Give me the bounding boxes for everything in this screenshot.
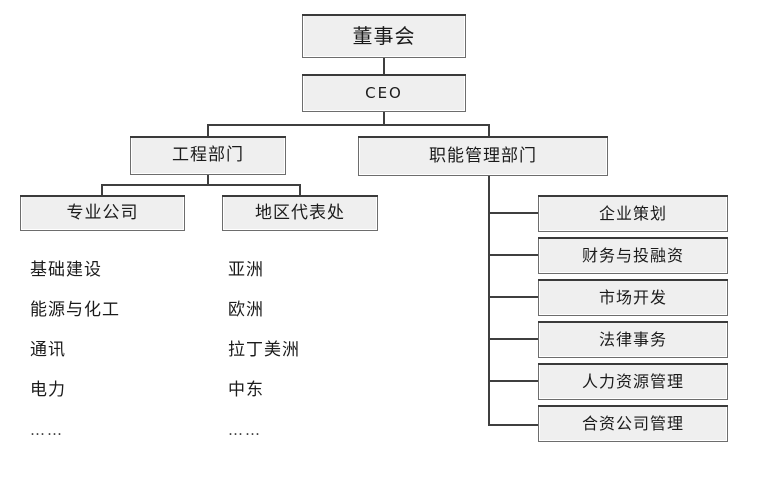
node-label: 法律事务 [598,329,667,349]
node-market-development[interactable]: 市场开发 [538,279,728,316]
node-top-cap [20,195,185,197]
connector-bus-to-engineering [207,124,209,137]
node-finance-and-investment[interactable]: 财务与投融资 [538,237,728,274]
node-top-cap [538,237,728,239]
node-label: 财务与投融资 [581,245,684,265]
node-corporate-planning[interactable]: 企业策划 [538,195,728,232]
connector-bus-to-professional [101,184,103,196]
professional-companies-list: 基础建设 能源与化工 通讯 电力 …… [30,250,120,450]
connector-ceo-bus [207,124,490,126]
list-item: 通讯 [30,339,66,360]
node-engineering-department[interactable]: 工程部门 [130,136,286,175]
connector-ceo-stem [383,112,385,125]
connector-engineering-stem [207,175,209,185]
node-top-cap [222,195,378,197]
node-top-cap [130,136,286,138]
node-professional-companies[interactable]: 专业公司 [20,195,185,231]
node-label: 市场开发 [598,287,667,307]
list-item: 亚洲 [228,259,264,280]
node-legal-affairs[interactable]: 法律事务 [538,321,728,358]
connector-functional-trunk [488,176,490,426]
list-item: 欧洲 [228,299,264,320]
node-label: 人力资源管理 [581,371,684,391]
node-top-cap [302,74,466,76]
connector-trunk-branch-3 [488,296,540,298]
node-top-cap [538,321,728,323]
list-item: 拉丁美洲 [228,339,300,360]
node-regional-offices[interactable]: 地区代表处 [222,195,378,231]
connector-trunk-branch-1 [488,212,540,214]
node-label: CEO [365,83,403,102]
node-label: 专业公司 [66,202,139,223]
node-joint-venture-management[interactable]: 合资公司管理 [538,405,728,442]
node-top-cap [302,14,466,16]
connector-engineering-bus [101,184,300,186]
node-human-resources-management[interactable]: 人力资源管理 [538,363,728,400]
node-board-of-directors[interactable]: 董事会 [302,14,466,58]
list-item-ellipsis: …… [30,420,64,439]
list-item: 中东 [228,379,264,400]
node-ceo[interactable]: CEO [302,74,466,112]
connector-bus-to-functional [488,124,490,137]
node-label: 工程部门 [172,145,244,165]
node-label: 董事会 [352,24,416,48]
list-item-ellipsis: …… [228,420,262,439]
connector-board-to-ceo [383,58,385,74]
node-top-cap [538,279,728,281]
list-item: 电力 [30,379,66,400]
connector-trunk-branch-2 [488,254,540,256]
node-top-cap [538,405,728,407]
node-label: 合资公司管理 [581,413,684,433]
node-label: 职能管理部门 [429,145,537,166]
connector-trunk-branch-5 [488,380,540,382]
list-item: 能源与化工 [30,299,120,320]
list-item: 基础建设 [30,259,102,280]
node-functional-management-department[interactable]: 职能管理部门 [358,136,608,176]
node-label: 企业策划 [598,203,667,223]
connector-trunk-branch-6 [488,424,540,426]
node-top-cap [538,363,728,365]
connector-trunk-branch-4 [488,338,540,340]
node-top-cap [538,195,728,197]
regional-offices-list: 亚洲 欧洲 拉丁美洲 中东 …… [228,250,300,450]
node-label: 地区代表处 [255,202,345,223]
connector-bus-to-regional [299,184,301,196]
node-top-cap [358,136,608,138]
